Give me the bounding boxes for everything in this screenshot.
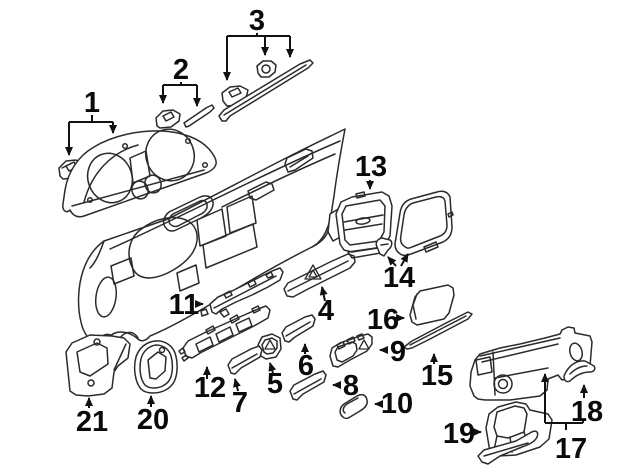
instrument-panel-body: [77, 128, 346, 344]
part-14-clip: [375, 237, 393, 257]
part-7-trim-plate: [227, 345, 263, 375]
callout-3[interactable]: 3: [223, 5, 294, 81]
part-12-switch-carrier: [178, 305, 271, 362]
callout-4[interactable]: 4: [318, 286, 334, 327]
callout-16[interactable]: 16: [367, 304, 405, 336]
callout-11[interactable]: 11: [169, 289, 204, 321]
part-10-blank-plug: [339, 393, 368, 420]
part-17-lower-panel: [469, 326, 593, 401]
part-14-display-unit: [394, 190, 454, 257]
callout-2[interactable]: 2: [159, 54, 201, 107]
callout-19-label[interactable]: 19: [443, 418, 475, 450]
callout-19[interactable]: 19: [443, 418, 482, 450]
callout-2-label[interactable]: 2: [173, 54, 189, 86]
callout-18-label[interactable]: 18: [571, 396, 603, 428]
part-11-switch-bracket: [200, 267, 284, 318]
part-1-instrument-cluster-bezel: [62, 128, 217, 218]
part-19-glove-box: [477, 401, 553, 465]
callout-6-label[interactable]: 6: [298, 350, 314, 382]
hazard-triangle-icon: [304, 264, 322, 280]
callout-8[interactable]: 8: [332, 370, 359, 402]
callout-21[interactable]: 21: [76, 397, 108, 438]
callout-5-label[interactable]: 5: [267, 368, 283, 400]
callout-18[interactable]: 18: [571, 384, 603, 428]
callout-13-label[interactable]: 13: [355, 151, 387, 183]
part-3-speed-nut: [256, 60, 277, 78]
callout-14-label[interactable]: 14: [383, 262, 415, 294]
part-9-switch-panel: [329, 333, 373, 368]
hazard-triangle-icon: [264, 339, 276, 350]
callout-10-label[interactable]: 10: [381, 388, 413, 420]
callout-9-label[interactable]: 9: [390, 336, 406, 368]
callout-10[interactable]: 10: [374, 388, 413, 420]
callout-17[interactable]: 17: [541, 373, 587, 465]
callout-6[interactable]: 6: [298, 343, 314, 382]
callout-12-label[interactable]: 12: [194, 372, 226, 404]
part-20-speaker-grille: [133, 340, 178, 394]
part-21-mounting-plate: [65, 334, 131, 397]
callout-13[interactable]: 13: [355, 151, 387, 190]
callout-5[interactable]: 5: [267, 362, 283, 400]
callout-20[interactable]: 20: [137, 395, 169, 436]
part-2-retaining-clip: [155, 109, 181, 129]
callout-4-label[interactable]: 4: [318, 295, 334, 327]
part-4-switch-trim-strip: [283, 253, 356, 298]
callout-7-label[interactable]: 7: [232, 387, 248, 419]
callout-8-label[interactable]: 8: [343, 370, 359, 402]
part-3-cowl-trim-strip: [218, 59, 314, 122]
callout-9[interactable]: 9: [379, 336, 406, 368]
callout-3-label[interactable]: 3: [249, 5, 265, 37]
callout-17-label[interactable]: 17: [555, 433, 587, 465]
callout-14[interactable]: 14: [383, 253, 415, 294]
part-16-trim-plate: [409, 284, 455, 326]
part-2-trim-strip: [183, 104, 215, 128]
part-6-trim-plate: [281, 314, 316, 343]
callout-12[interactable]: 12: [194, 366, 226, 404]
callout-16-label[interactable]: 16: [367, 304, 399, 336]
callout-15-label[interactable]: 15: [421, 360, 453, 392]
callout-7[interactable]: 7: [232, 378, 248, 419]
part-5-hazard-switch: [257, 333, 282, 360]
callout-20-label[interactable]: 20: [137, 404, 169, 436]
callout-1[interactable]: 1: [65, 87, 117, 156]
part-18-end-bracket: [563, 360, 596, 383]
part-15-trim-blade: [403, 311, 473, 350]
part-13-center-vent: [327, 191, 393, 259]
callout-21-label[interactable]: 21: [76, 406, 108, 438]
callout-11-label[interactable]: 11: [169, 289, 200, 321]
part-8-trim-plate: [289, 370, 327, 401]
callout-15[interactable]: 15: [421, 353, 453, 392]
callout-1-label[interactable]: 1: [84, 87, 100, 119]
hazard-triangle-icon: [358, 339, 370, 350]
